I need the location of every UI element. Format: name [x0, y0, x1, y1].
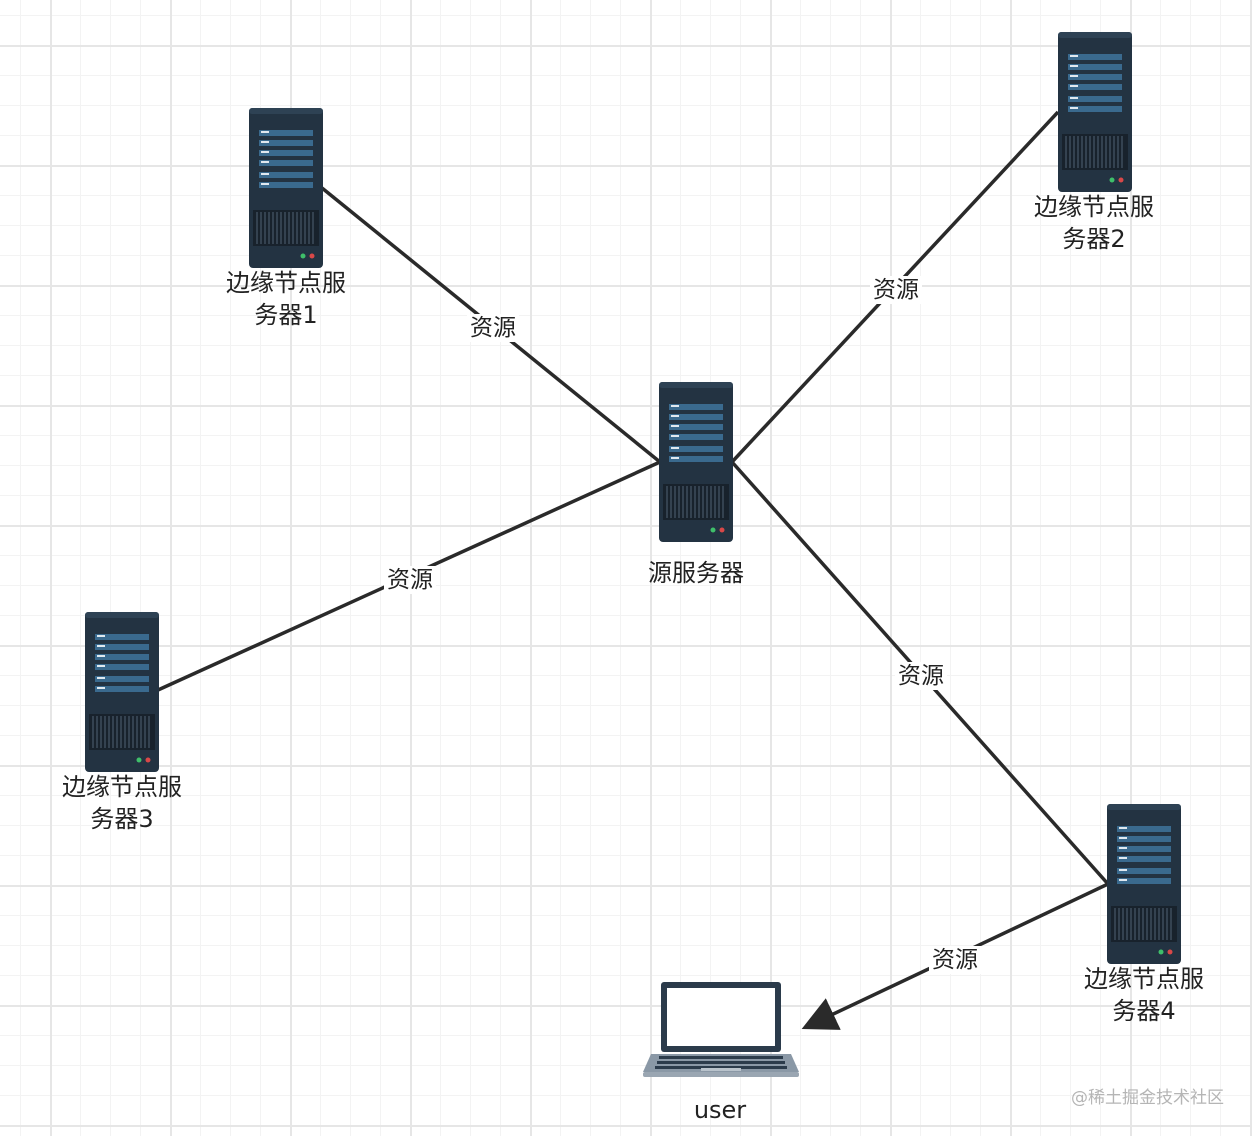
- user-laptop[interactable]: [641, 980, 801, 1080]
- edge-server-1-label: 边缘节点服 务器1: [226, 269, 346, 329]
- edge-label-3: 资源: [384, 566, 436, 594]
- edge-label-4: 资源: [895, 662, 947, 690]
- edge-server-3[interactable]: [85, 612, 159, 772]
- edge-server-2-label: 边缘节点服 务器2: [1034, 193, 1154, 253]
- user-label: user: [693, 1096, 747, 1124]
- edge-server-2[interactable]: [1058, 32, 1132, 192]
- watermark: @稀土掘金技术社区: [1071, 1088, 1224, 1108]
- laptop-icon: [643, 982, 799, 1077]
- origin-server[interactable]: [659, 382, 733, 542]
- edge-server-1[interactable]: [249, 108, 323, 268]
- edge-server-4[interactable]: [1107, 804, 1181, 964]
- server-icon: [1058, 32, 1132, 192]
- server-icon: [1107, 804, 1181, 964]
- edge-server-4-label: 边缘节点服 务器4: [1084, 965, 1204, 1025]
- edge-server-3-label: 边缘节点服 务器3: [62, 773, 182, 833]
- edge-label-2: 资源: [870, 276, 922, 304]
- server-icon: [249, 108, 323, 268]
- server-icon: [85, 612, 159, 772]
- edge-label-1: 资源: [467, 314, 519, 342]
- origin-server-label: 源服务器: [648, 559, 744, 587]
- edge-label-5: 资源: [929, 946, 981, 974]
- server-icon: [659, 382, 733, 542]
